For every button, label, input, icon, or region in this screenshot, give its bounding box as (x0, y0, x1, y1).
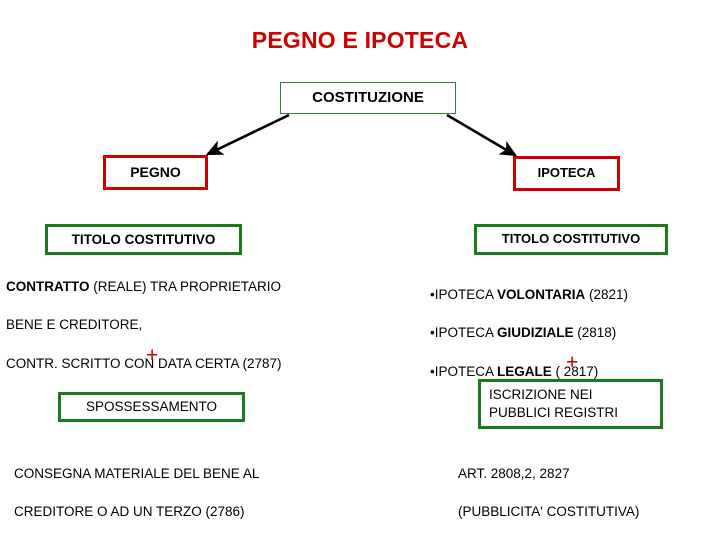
ipoteca-lead-3: IPOTECA (434, 363, 498, 379)
list-item: •IPOTECA LEGALE ( 2817) (430, 362, 715, 381)
arrow-costituzione-to-ipoteca (446, 113, 518, 157)
consegna-detail-text: CONSEGNA MATERIALE DEL BENE AL CREDITORE… (14, 445, 354, 540)
node-titolo-costitutivo-ipoteca-label: TITOLO COSTITUTIVO (501, 231, 641, 247)
pegno-detail-line-3: CONTR. SCRITTO CON DATA CERTA (2787) (6, 355, 282, 371)
pegno-detail-bold-lead: CONTRATTO (6, 279, 90, 295)
plus-sign-pegno: + (146, 344, 159, 367)
bullet-icon: • (430, 287, 435, 303)
arrow-costituzione-to-pegno (205, 113, 290, 156)
pegno-detail-line-1-rest: (REALE) TRA PROPRIETARIO (89, 279, 282, 295)
ipoteca-lead-2: IPOTECA (434, 325, 498, 341)
ipoteca-type-2: GIUDIZIALE (497, 325, 574, 341)
node-iscrizione-line-2: PUBBLICI REGISTRI (489, 405, 619, 420)
ipoteca-article-3: ( 2817) (551, 363, 599, 379)
ipoteca-type-3: LEGALE (497, 363, 552, 379)
node-spossessamento-label: SPOSSESSAMENTO (85, 399, 218, 415)
node-costituzione: COSTITUZIONE (280, 82, 456, 114)
articoli-detail-text: ART. 2808,2, 2827 (PUBBLICITA' COSTITUTI… (458, 445, 720, 540)
node-ipoteca-label: IPOTECA (537, 165, 596, 181)
bullet-icon: • (430, 325, 435, 341)
pegno-titolo-detail-text: CONTRATTO (REALE) TRA PROPRIETARIO BENE … (6, 258, 356, 392)
node-titolo-costitutivo-ipoteca: TITOLO COSTITUTIVO (474, 224, 668, 255)
list-item: •IPOTECA VOLONTARIA (2821) (430, 285, 715, 304)
node-pegno-label: PEGNO (130, 164, 181, 181)
ipoteca-lead-1: IPOTECA (434, 287, 498, 303)
ipoteca-article-2: (2818) (573, 325, 617, 341)
consegna-line-1: CONSEGNA MATERIALE DEL BENE AL (14, 466, 260, 482)
plus-sign-ipoteca: + (566, 351, 579, 374)
node-iscrizione-pubblici-registri: ISCRIZIONE NEI PUBBLICI REGISTRI (478, 379, 663, 429)
page-title: PEGNO E IPOTECA (251, 27, 469, 53)
bullet-icon: • (430, 363, 435, 379)
articoli-line-2: (PUBBLICITA' COSTITUTIVA) (458, 504, 640, 520)
node-spossessamento: SPOSSESSAMENTO (58, 392, 245, 422)
articoli-line-1: ART. 2808,2, 2827 (458, 466, 570, 482)
pegno-detail-line-1: CONTRATTO (REALE) TRA PROPRIETARIO (6, 277, 356, 296)
pegno-detail-line-2: BENE E CREDITORE, (6, 317, 143, 333)
ipoteca-type-1: VOLONTARIA (497, 287, 586, 303)
node-titolo-costitutivo-pegno-label: TITOLO COSTITUTIVO (71, 231, 216, 247)
node-ipoteca: IPOTECA (513, 156, 620, 191)
consegna-line-2: CREDITORE O AD UN TERZO (2786) (14, 504, 245, 520)
node-costituzione-label: COSTITUZIONE (312, 89, 424, 107)
ipoteca-article-1: (2821) (585, 287, 629, 303)
list-item: •IPOTECA GIUDIZIALE (2818) (430, 323, 715, 342)
ipoteca-types-list: •IPOTECA VOLONTARIA (2821) •IPOTECA GIUD… (430, 266, 715, 400)
node-iscrizione-line-1: ISCRIZIONE NEI (489, 386, 593, 402)
node-titolo-costitutivo-pegno: TITOLO COSTITUTIVO (45, 224, 242, 255)
node-pegno: PEGNO (103, 155, 208, 190)
